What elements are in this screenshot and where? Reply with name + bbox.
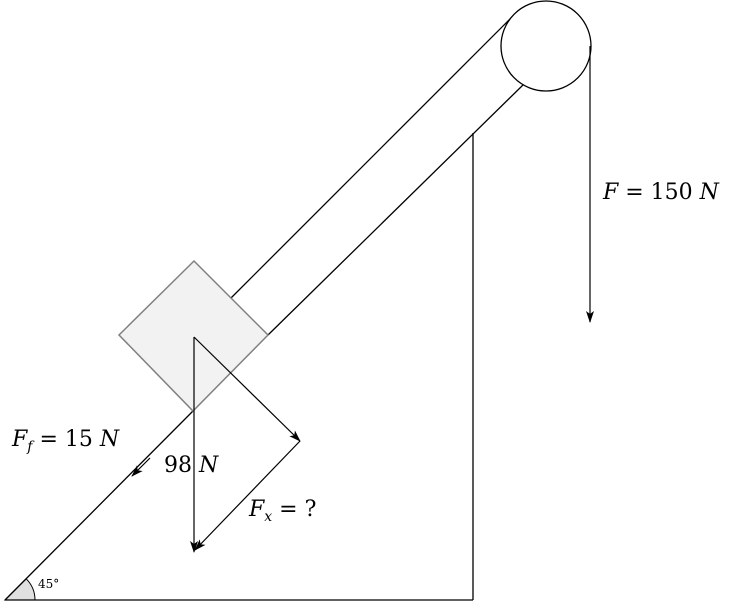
friction-label: Ff = 15 N — [11, 427, 120, 455]
normal-component-arrow — [193, 336, 301, 442]
parallel-component-arrow — [194, 440, 301, 551]
angle-wedge — [3, 578, 36, 601]
incline-surface — [4, 410, 194, 601]
block — [117, 259, 270, 413]
pulley — [500, 0, 592, 92]
friction-arrow — [131, 457, 151, 477]
component-label: Fx = ? — [248, 497, 316, 525]
angle-label: 45° — [38, 577, 59, 591]
applied-force-label: F = 150 N — [602, 180, 720, 205]
rope — [230, 15, 514, 299]
weight-label: 98 N — [164, 453, 219, 478]
incline-upper-surface — [267, 83, 525, 336]
